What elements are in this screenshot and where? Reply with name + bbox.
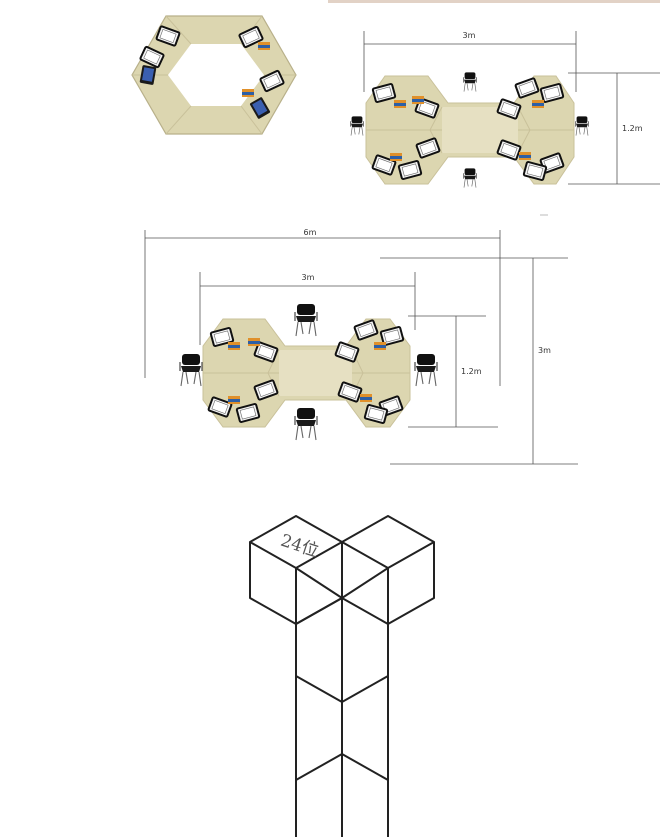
chair-icon (179, 353, 203, 387)
chair-icon (575, 116, 589, 136)
notebook-icon (390, 153, 402, 161)
chair-icon (414, 353, 438, 387)
dimension-label-1-2m-top: 1.2m (622, 124, 643, 133)
seat-count-label: 24位 (278, 531, 321, 562)
notebook-icon (242, 89, 254, 97)
notebook-icon (394, 100, 406, 108)
dimension-height-1-2m-mid (408, 315, 498, 428)
notebook-icon (412, 96, 424, 104)
dimension-label-3m-mid: 3m (302, 273, 315, 282)
chair-icon (294, 407, 318, 441)
chair-icon (463, 72, 477, 92)
notebook-icon (360, 394, 372, 402)
cluster-large: 6m 3m 1.2m 3m (144, 228, 578, 465)
notebook-icon (532, 100, 544, 108)
hexagon-ring-table (131, 15, 297, 135)
chair-icon (350, 116, 364, 136)
chair-icon (294, 303, 318, 337)
top-edge-strip (328, 0, 660, 3)
dimension-label-3m-top: 3m (463, 31, 476, 40)
cluster-small: 3m 1.2m (350, 31, 660, 188)
notebook-icon (519, 152, 531, 160)
notebook-icon (374, 342, 386, 350)
dimension-height-3m-mid (380, 257, 578, 465)
seat-module-line-drawing (249, 515, 435, 837)
notebook-icon (248, 338, 260, 346)
notebook-icon (258, 42, 270, 50)
notebook-icon (228, 342, 240, 350)
dimension-width-3m-mid (199, 272, 416, 345)
dimension-label-1-2m-mid: 1.2m (461, 367, 482, 376)
dimension-label-6m: 6m (304, 228, 317, 237)
notebook-icon (228, 396, 240, 404)
chair-icon (463, 168, 477, 188)
dimension-width-6m (144, 230, 501, 386)
dimension-label-3m-vertical: 3m (538, 346, 551, 355)
dimension-height-1-2m-top (568, 72, 660, 185)
dimension-width-3m-top (363, 31, 577, 92)
